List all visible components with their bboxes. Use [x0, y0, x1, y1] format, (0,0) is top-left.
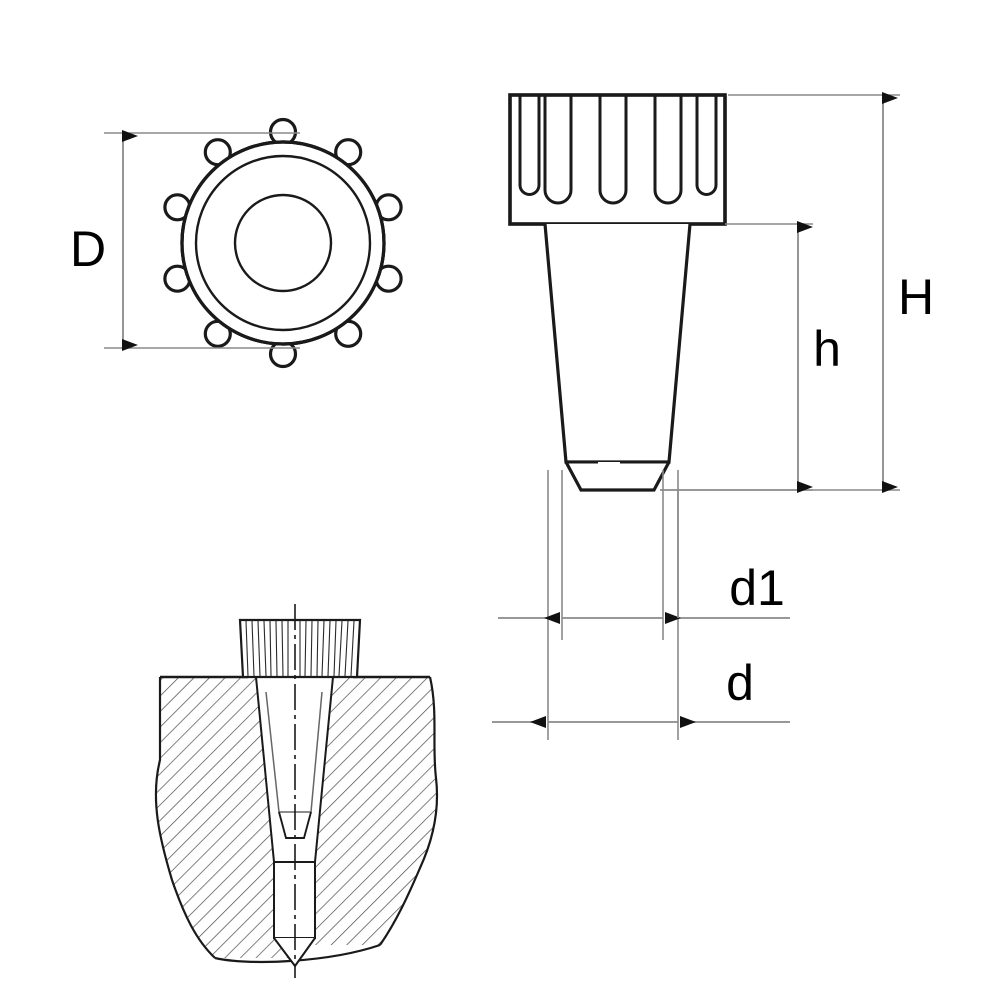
- dim-D-label: D: [70, 221, 106, 277]
- section-head-knurl-lines: [245, 620, 355, 677]
- side-view: H h d1 d: [492, 92, 934, 740]
- material-left-outline: [154, 677, 216, 959]
- shaft-tip-chamfer: [564, 460, 671, 492]
- top-view: D: [70, 117, 403, 369]
- material-right-outline: [379, 676, 439, 946]
- dim-H-label: H: [898, 269, 934, 325]
- dim-d1-label: d1: [729, 560, 785, 616]
- knob-head: [508, 93, 727, 226]
- diameter-extension-lines: [547, 470, 679, 740]
- dimension-H: H: [660, 92, 934, 493]
- installed-knob: [238, 604, 362, 978]
- dimension-h: h: [660, 221, 841, 493]
- dimension-d: d: [492, 655, 790, 728]
- head-grooves: [518, 94, 718, 205]
- knob-body-disc: [186, 146, 380, 340]
- section-view: [154, 604, 439, 978]
- dimension-d1: d1: [498, 490, 790, 624]
- knob-outer-circle: [180, 140, 386, 346]
- dim-d-label: d: [726, 655, 754, 711]
- dim-h-label: h: [813, 321, 841, 377]
- knob-inner-circle: [233, 193, 333, 293]
- knob-shaft: [543, 223, 692, 464]
- knob-mid-circle: [194, 154, 372, 332]
- dimension-D: D: [70, 130, 300, 351]
